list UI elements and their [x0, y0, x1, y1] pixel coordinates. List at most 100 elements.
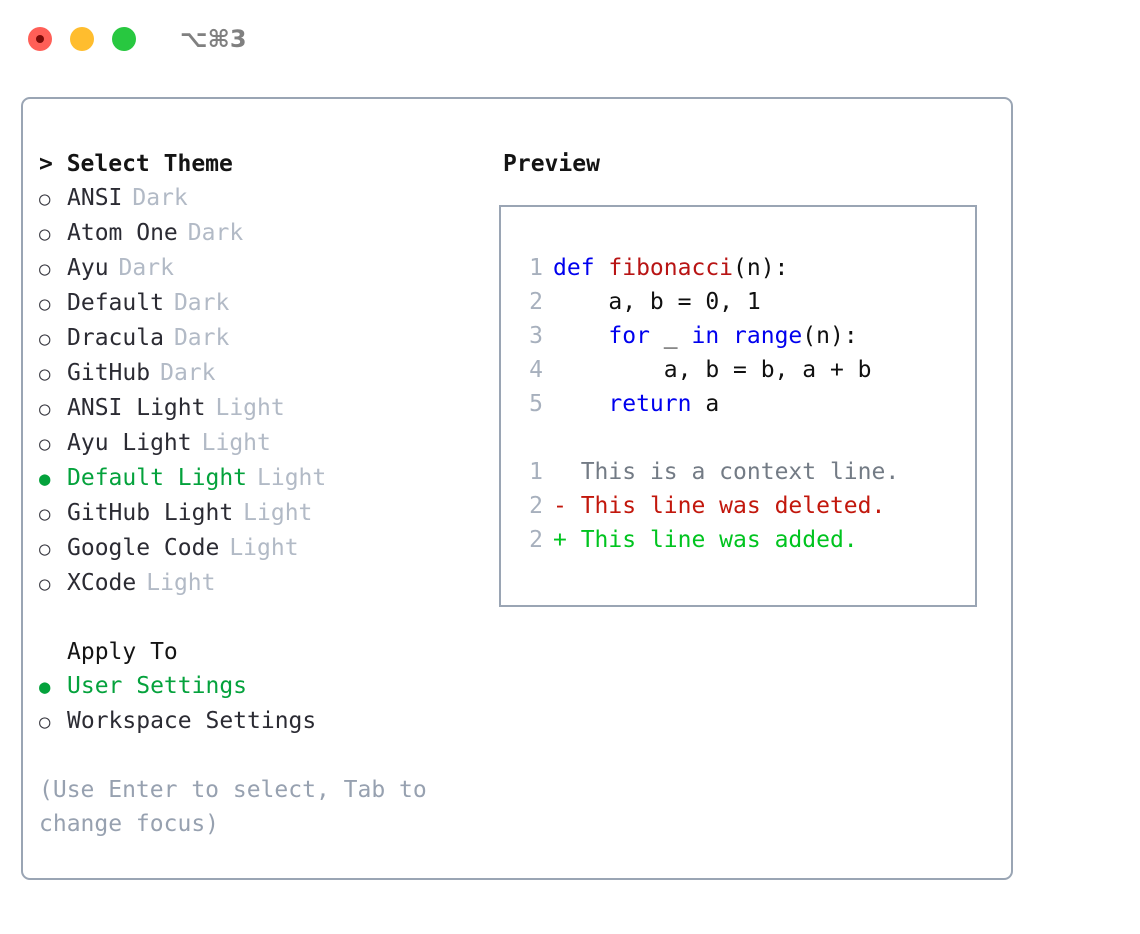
code-token-plain: _ [649, 323, 692, 349]
code-token-plain: a, b = 0, 1 [553, 289, 761, 315]
line-number: 2 [529, 527, 543, 553]
title-bar: ⌥⌘3 [0, 0, 1140, 78]
line-number: 1 [529, 255, 543, 281]
code-line-content: for _ in range(n): [553, 319, 858, 353]
theme-name-label: Default [67, 290, 164, 316]
theme-category-label: Light [243, 500, 313, 526]
radio-unselected-icon: ○ [39, 503, 51, 525]
diff-line: 1 This is a context line. [519, 455, 975, 489]
code-diff-spacer [519, 421, 975, 455]
radio-unselected-icon: ○ [39, 328, 51, 350]
theme-name-label: Google Code [67, 535, 220, 561]
maximize-button-icon[interactable] [112, 27, 136, 51]
theme-name-label: Ayu [67, 255, 109, 281]
theme-name-label: ANSI Light [67, 395, 206, 421]
theme-category-label: Dark [118, 255, 174, 281]
code-token-plain: a [691, 391, 720, 417]
theme-name-label: Ayu Light [67, 430, 192, 456]
radio-unselected-icon: ○ [39, 223, 51, 245]
list-spacer [39, 601, 499, 635]
radio-unselected-icon: ○ [39, 433, 51, 455]
radio-selected-icon: ● [39, 676, 51, 698]
theme-category-label: Dark [187, 220, 244, 246]
code-token-keyword: for [608, 323, 650, 349]
code-token-keyword: return [608, 391, 692, 417]
theme-category-label: Light [201, 430, 271, 456]
theme-name-label: Atom One [67, 220, 178, 246]
keyboard-hint-text: (Use Enter to select, Tab to change focu… [39, 777, 427, 837]
preview-title: Preview [503, 151, 600, 177]
radio-unselected-icon: ○ [39, 538, 51, 560]
code-token-plain [719, 323, 733, 349]
theme-list-item[interactable]: ○ Google Code Light [39, 531, 499, 566]
radio-selected-icon: ● [39, 468, 51, 490]
code-token-keyword: def [553, 255, 609, 281]
code-line-content: a, b = 0, 1 [553, 285, 761, 319]
radio-unselected-icon: ○ [39, 573, 51, 595]
theme-list-item[interactable]: ○ GitHub Light Light [39, 496, 499, 531]
code-line: 4 a, b = b, a + b [519, 353, 975, 387]
apply-to-list: ●User Settings○Workspace Settings [39, 669, 499, 739]
theme-name-label: GitHub Light [67, 500, 234, 526]
radio-unselected-icon: ○ [39, 258, 51, 280]
code-line: 2 a, b = 0, 1 [519, 285, 975, 319]
code-token-plain [553, 323, 608, 349]
code-line: 1 def fibonacci(n): [519, 251, 975, 285]
line-number: 3 [529, 323, 543, 349]
code-line-content: def fibonacci(n): [553, 251, 788, 285]
radio-unselected-icon: ○ [39, 188, 51, 210]
minimize-button-icon[interactable] [70, 27, 94, 51]
diff-line-content: This is a context line. [580, 459, 900, 485]
diff-sample: 1 This is a context line.2- This line wa… [519, 455, 975, 557]
theme-list-item[interactable]: ○ ANSI Dark [39, 181, 499, 216]
select-theme-heading: > Select Theme [39, 151, 233, 177]
diff-marker: - [553, 493, 581, 519]
line-number: 2 [529, 289, 543, 315]
theme-list-item[interactable]: ○ Ayu Light Light [39, 426, 499, 461]
apply-to-option[interactable]: ○Workspace Settings [39, 704, 499, 739]
line-number: 4 [529, 357, 543, 383]
apply-to-label: Workspace Settings [67, 708, 317, 734]
apply-to-heading: Apply To [67, 639, 178, 665]
apply-to-option[interactable]: ●User Settings [39, 669, 499, 704]
keyboard-shortcut-label: ⌥⌘3 [180, 25, 247, 53]
theme-name-label: XCode [67, 570, 137, 596]
code-token-plain: (n): [802, 323, 858, 349]
theme-list-item[interactable]: ○ Ayu Dark [39, 251, 499, 286]
theme-category-label: Dark [132, 185, 188, 211]
theme-list-item[interactable]: ○ XCode Light [39, 566, 499, 601]
code-line: 5 return a [519, 387, 975, 421]
code-token-keyword: range [733, 323, 803, 349]
code-token-plain [553, 391, 608, 417]
code-token-function: fibonacci [608, 255, 734, 281]
theme-category-label: Light [257, 465, 327, 491]
theme-list-item[interactable]: ○ Atom One Dark [39, 216, 499, 251]
line-number: 2 [529, 493, 543, 519]
diff-line: 2- This line was deleted. [519, 489, 975, 523]
diff-line-content: This line was added. [580, 527, 858, 553]
theme-category-label: Dark [173, 325, 230, 351]
theme-name-label: ANSI [67, 185, 123, 211]
radio-unselected-icon: ○ [39, 293, 51, 315]
code-line-content: return a [553, 387, 719, 421]
code-line: 3 for _ in range(n): [519, 319, 975, 353]
close-button-icon[interactable] [28, 27, 52, 51]
theme-category-label: Light [229, 535, 299, 561]
theme-category-label: Dark [173, 290, 230, 316]
theme-list-item[interactable]: ○ Default Dark [39, 286, 499, 321]
diff-line-content: This line was deleted. [580, 493, 886, 519]
window-controls [28, 27, 136, 51]
line-number: 1 [529, 459, 543, 485]
theme-category-label: Light [146, 570, 216, 596]
line-number: 5 [529, 391, 543, 417]
